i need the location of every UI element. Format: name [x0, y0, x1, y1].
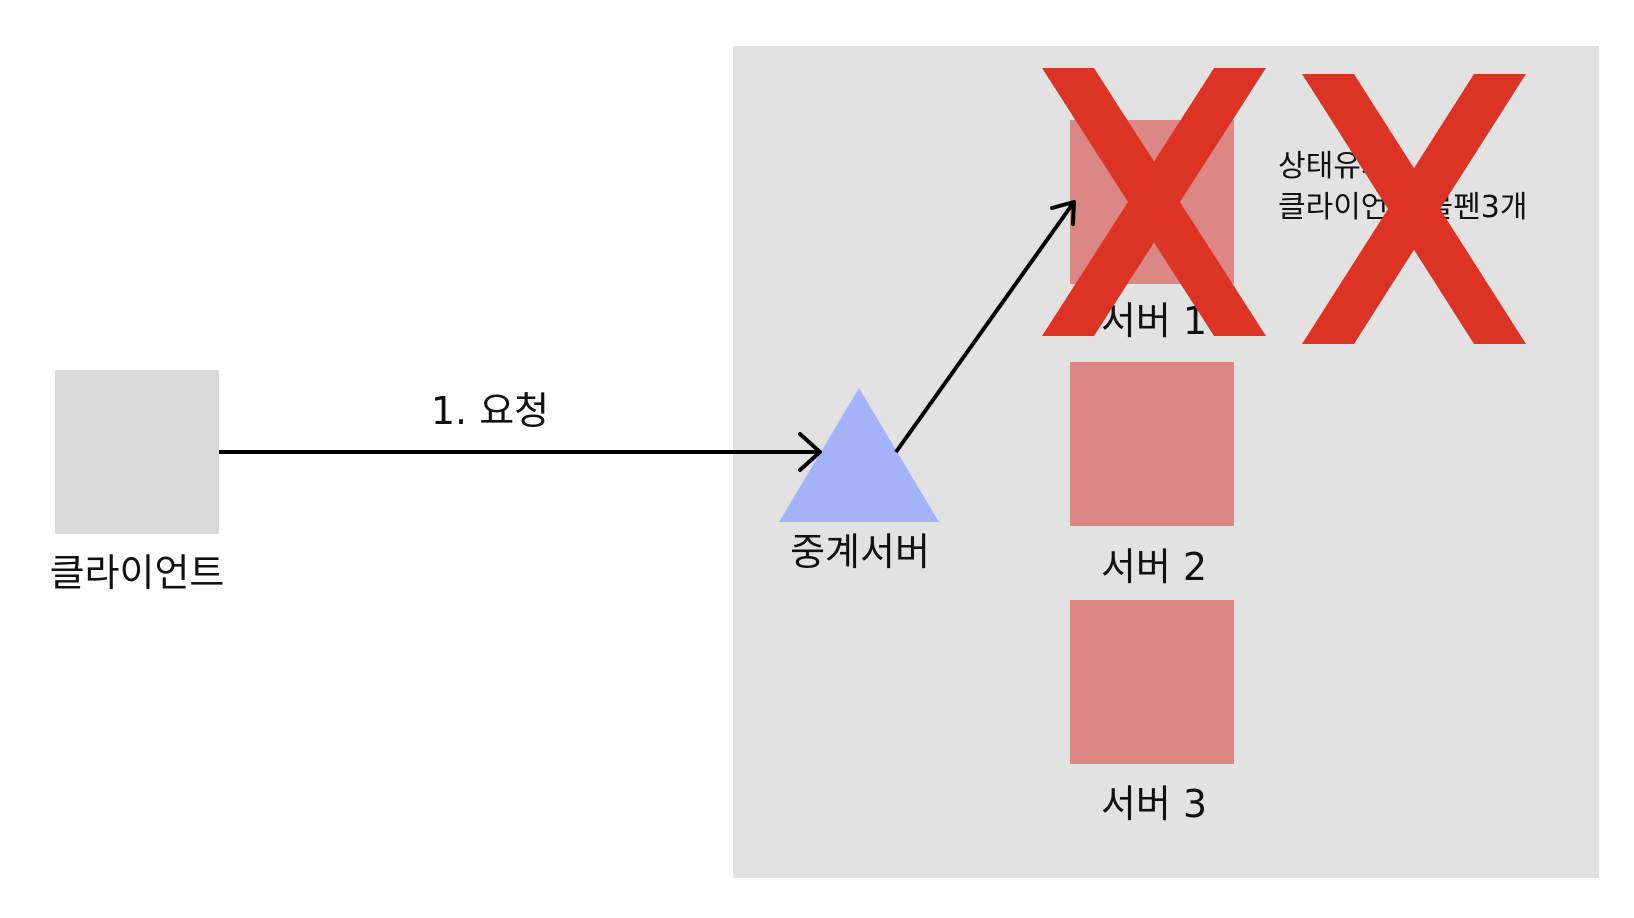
server-2-box: [1070, 362, 1234, 526]
forward-arrow-line: [894, 200, 1076, 454]
cross-mark-server-1: [1042, 68, 1266, 336]
request-arrow-head: [798, 432, 822, 472]
server-2-label: 서버 2: [1100, 545, 1208, 589]
cross-mark-state-note: [1302, 74, 1526, 344]
forward-arrow-head: [1050, 200, 1076, 226]
server-3-box: [1070, 600, 1234, 764]
proxy-triangle: [779, 388, 939, 522]
server-3-label: 서버 3: [1100, 782, 1208, 826]
proxy-label: 중계서버: [790, 530, 930, 574]
client-label: 클라이언트: [49, 551, 225, 595]
client-box: [55, 370, 219, 534]
request-label: 1. 요청: [430, 389, 550, 433]
server-1-label: 서버 1: [1100, 299, 1208, 343]
